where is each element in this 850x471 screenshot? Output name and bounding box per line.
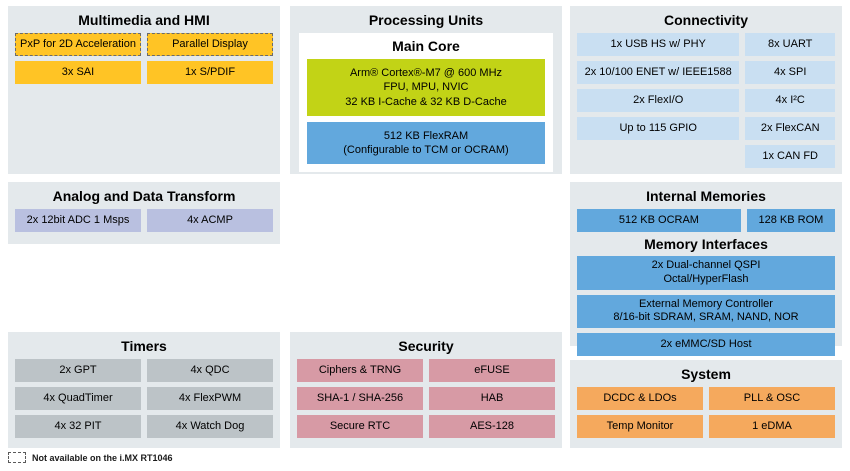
- block-grid: 2x 12bit ADC 1 Msps 4x ACMP: [8, 209, 280, 239]
- block-grid: 2x GPT 4x QDC 4x QuadTimer 4x FlexPWM 4x…: [8, 359, 280, 445]
- block-pll-osc[interactable]: PLL & OSC: [709, 387, 835, 410]
- block-row: 3x SAI 1x S/PDIF: [15, 61, 273, 84]
- panel-security: Security Ciphers & TRNG eFUSE SHA-1 / SH…: [290, 332, 562, 448]
- panel-timers: Timers 2x GPT 4x QDC 4x QuadTimer 4x Fle…: [8, 332, 280, 448]
- block-grid: 1x USB HS w/ PHY 8x UART 2x 10/100 ENET …: [570, 33, 842, 175]
- row-spacer: [577, 145, 739, 168]
- block-uart[interactable]: 8x UART: [745, 33, 835, 56]
- block-aes-128[interactable]: AES-128: [429, 415, 555, 438]
- block-flexpwm[interactable]: 4x FlexPWM: [147, 387, 273, 410]
- panel-internal-memories: Internal Memories 512 KB OCRAM 128 KB RO…: [570, 182, 842, 356]
- block-row: 2x GPT 4x QDC: [15, 359, 273, 382]
- block-temp-monitor[interactable]: Temp Monitor: [577, 415, 703, 438]
- block-gpio[interactable]: Up to 115 GPIO: [577, 117, 740, 140]
- block-row: External Memory Controller 8/16-bit SDRA…: [577, 294, 835, 328]
- panel-title: Analog and Data Transform: [52, 188, 236, 204]
- block-row: 2x 12bit ADC 1 Msps 4x ACMP: [15, 209, 273, 232]
- block-row: 2x eMMC/SD Host: [577, 333, 835, 356]
- block-row: Ciphers & TRNG eFUSE: [297, 359, 555, 382]
- panel-connectivity: Connectivity 1x USB HS w/ PHY 8x UART 2x…: [570, 6, 842, 174]
- block-row: SHA-1 / SHA-256 HAB: [297, 387, 555, 410]
- block-emmc-sd-host[interactable]: 2x eMMC/SD Host: [577, 333, 835, 356]
- block-row: 1x USB HS w/ PHY 8x UART: [577, 33, 835, 56]
- memory-interfaces-grid: 2x Dual-channel QSPI Octal/HyperFlash Ex…: [570, 256, 842, 363]
- panel-title: System: [681, 366, 731, 382]
- block-flexcan[interactable]: 2x FlexCAN: [745, 117, 835, 140]
- block-rom[interactable]: 128 KB ROM: [746, 209, 835, 232]
- block-i2c[interactable]: 4x I²C: [745, 89, 835, 112]
- panel-title-internal-memories: Internal Memories: [646, 188, 766, 204]
- block-row: 2x 10/100 ENET w/ IEEE1588 4x SPI: [577, 61, 835, 84]
- block-spdif[interactable]: 1x S/PDIF: [147, 61, 273, 84]
- dashed-box-icon: [8, 452, 26, 463]
- legend-footnote-text: Not available on the i.MX RT1046: [32, 452, 173, 463]
- panel-title: Connectivity: [663, 12, 748, 28]
- block-row: 2x Dual-channel QSPI Octal/HyperFlash: [577, 256, 835, 290]
- block-can-fd[interactable]: 1x CAN FD: [745, 145, 835, 168]
- block-external-memory-controller[interactable]: External Memory Controller 8/16-bit SDRA…: [577, 294, 835, 328]
- block-flexio[interactable]: 2x FlexI/O: [577, 89, 740, 112]
- legend-footnote: Not available on the i.MX RT1046: [8, 452, 173, 463]
- block-parallel-display[interactable]: Parallel Display: [147, 33, 273, 56]
- block-ciphers-trng[interactable]: Ciphers & TRNG: [297, 359, 423, 382]
- internal-memories-grid: 512 KB OCRAM 128 KB ROM: [570, 209, 842, 232]
- block-dcdc-ldos[interactable]: DCDC & LDOs: [577, 387, 703, 410]
- block-ocram[interactable]: 512 KB OCRAM: [577, 209, 741, 232]
- panel-title: Security: [398, 338, 454, 354]
- block-row: DCDC & LDOs PLL & OSC: [577, 387, 835, 410]
- block-row: Up to 115 GPIO 2x FlexCAN: [577, 117, 835, 140]
- block-row: Temp Monitor 1 eDMA: [577, 415, 835, 438]
- block-grid: PxP for 2D Acceleration Parallel Display…: [8, 33, 280, 91]
- block-row: 4x QuadTimer 4x FlexPWM: [15, 387, 273, 410]
- block-flexram[interactable]: 512 KB FlexRAM (Configurable to TCM or O…: [307, 121, 545, 165]
- panel-processing-units: Processing Units Main Core Arm® Cortex®-…: [290, 6, 562, 174]
- block-row: 4x 32 PIT 4x Watch Dog: [15, 415, 273, 438]
- panel-title: Multimedia and HMI: [78, 12, 210, 28]
- main-core-title: Main Core: [392, 38, 460, 54]
- block-row: PxP for 2D Acceleration Parallel Display: [15, 33, 273, 56]
- block-spi[interactable]: 4x SPI: [745, 61, 835, 84]
- block-usb-hs-phy[interactable]: 1x USB HS w/ PHY: [577, 33, 740, 56]
- block-watch-dog[interactable]: 4x Watch Dog: [147, 415, 273, 438]
- block-quadtimer[interactable]: 4x QuadTimer: [15, 387, 141, 410]
- block-grid: Ciphers & TRNG eFUSE SHA-1 / SHA-256 HAB…: [290, 359, 562, 445]
- block-gpt[interactable]: 2x GPT: [15, 359, 141, 382]
- block-pit[interactable]: 4x 32 PIT: [15, 415, 141, 438]
- block-adc[interactable]: 2x 12bit ADC 1 Msps: [15, 209, 141, 232]
- panel-title-memory-interfaces: Memory Interfaces: [644, 236, 768, 252]
- block-sai[interactable]: 3x SAI: [15, 61, 141, 84]
- block-row: 1x CAN FD: [577, 145, 835, 168]
- block-acmp[interactable]: 4x ACMP: [147, 209, 273, 232]
- block-secure-rtc[interactable]: Secure RTC: [297, 415, 423, 438]
- block-qspi[interactable]: 2x Dual-channel QSPI Octal/HyperFlash: [577, 256, 835, 290]
- block-row: Secure RTC AES-128: [297, 415, 555, 438]
- block-efuse[interactable]: eFUSE: [429, 359, 555, 382]
- block-qdc[interactable]: 4x QDC: [147, 359, 273, 382]
- block-cortex-m7[interactable]: Arm® Cortex®-M7 @ 600 MHz FPU, MPU, NVIC…: [307, 59, 545, 116]
- panel-system: System DCDC & LDOs PLL & OSC Temp Monito…: [570, 360, 842, 448]
- block-enet-ieee1588[interactable]: 2x 10/100 ENET w/ IEEE1588: [577, 61, 740, 84]
- block-row: 2x FlexI/O 4x I²C: [577, 89, 835, 112]
- block-pxp-2d-acceleration[interactable]: PxP for 2D Acceleration: [15, 33, 141, 56]
- block-edma[interactable]: 1 eDMA: [709, 415, 835, 438]
- panel-analog-and-data-transform: Analog and Data Transform 2x 12bit ADC 1…: [8, 182, 280, 244]
- block-hab[interactable]: HAB: [429, 387, 555, 410]
- panel-title: Processing Units: [368, 12, 484, 28]
- block-grid: DCDC & LDOs PLL & OSC Temp Monitor 1 eDM…: [570, 387, 842, 445]
- panel-multimedia-and-hmi: Multimedia and HMI PxP for 2D Accelerati…: [8, 6, 280, 174]
- main-core-card: Main Core Arm® Cortex®-M7 @ 600 MHz FPU,…: [299, 33, 553, 173]
- block-row: 512 KB OCRAM 128 KB ROM: [577, 209, 835, 232]
- panel-title: Timers: [121, 338, 167, 354]
- block-sha[interactable]: SHA-1 / SHA-256: [297, 387, 423, 410]
